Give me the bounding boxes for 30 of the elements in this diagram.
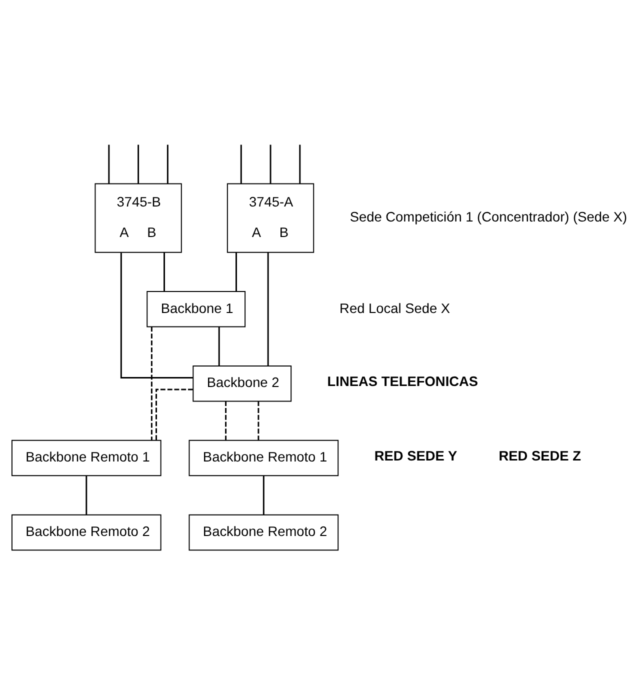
label: LINEAS TELEFONICAS	[327, 374, 478, 389]
node-box: 3745-A A B	[226, 182, 314, 252]
node-box: Backbone Remoto 2	[11, 514, 162, 550]
connector	[150, 326, 152, 440]
connector	[240, 144, 242, 184]
connector	[120, 252, 193, 378]
connector	[166, 144, 168, 184]
label: Red Local Sede X	[340, 300, 450, 316]
node-box: 3745-B A B	[94, 182, 182, 252]
label: RED SEDE Z	[498, 448, 581, 464]
connector	[218, 326, 220, 366]
connector	[164, 252, 165, 292]
node-box: Backbone Remoto 2	[188, 514, 339, 550]
label: RED SEDE Y	[374, 448, 458, 464]
label: Sede Competición 1 (Concentrador) (Sede X)	[350, 209, 628, 224]
connector	[108, 144, 110, 184]
connector	[258, 400, 260, 440]
node-box: Backbone 2	[192, 364, 292, 402]
connector	[138, 144, 140, 184]
connector	[156, 388, 193, 440]
connector	[86, 475, 88, 514]
connector	[270, 144, 272, 184]
connector	[267, 252, 269, 366]
node-box: Backbone 1	[146, 290, 246, 327]
connector	[225, 400, 227, 440]
node-box: Backbone Remoto 1	[11, 439, 162, 476]
node-box: Backbone Remoto 1	[188, 439, 339, 476]
connector	[299, 144, 301, 184]
connector	[236, 252, 237, 292]
connector	[262, 475, 264, 514]
